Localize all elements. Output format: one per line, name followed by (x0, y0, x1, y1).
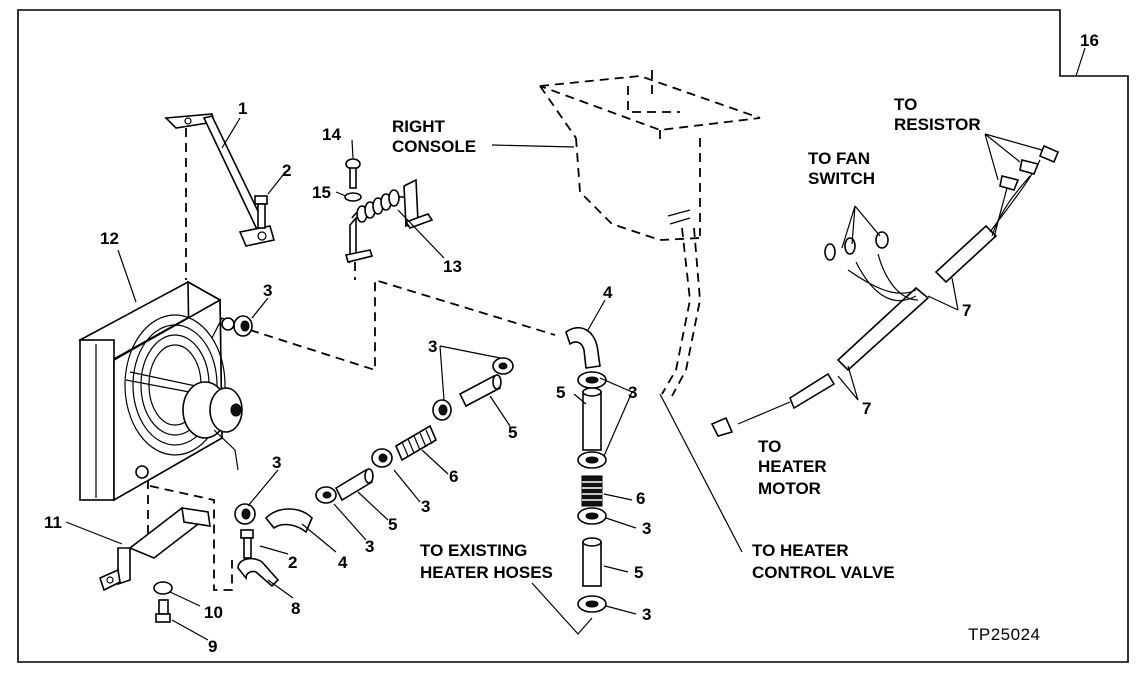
callout-2-lower: 2 (288, 553, 297, 572)
callout-12: 12 (100, 229, 119, 248)
mounting-bracket-1 (164, 113, 276, 247)
bolt-9 (155, 599, 171, 623)
bolt-2-upper (254, 195, 268, 229)
label-to-heater-motor-line1: TO (758, 437, 781, 456)
label-to-heater-control-valve-line1: TO HEATER (752, 541, 849, 560)
callout-6-b: 6 (636, 489, 645, 508)
callout-5-b: 5 (388, 515, 397, 534)
label-right-console-line1: RIGHT (392, 117, 446, 136)
hose-clamp-3-h (577, 451, 607, 469)
callout-2-upper: 2 (282, 161, 291, 180)
callout-4-upper: 4 (603, 283, 613, 302)
label-to-existing-heater-hoses-line2: HEATER HOSES (420, 563, 553, 582)
callout-3-lower: 3 (365, 537, 374, 556)
callout-13: 13 (443, 257, 462, 276)
callout-7-upper: 7 (962, 301, 971, 320)
callout-14: 14 (322, 125, 341, 144)
hose-clamp-3-i (577, 507, 607, 525)
callout-1: 1 (238, 99, 247, 118)
label-right-console-line2: CONSOLE (392, 137, 476, 156)
tube-5-d (582, 537, 602, 587)
hose-clamp-3-c (432, 399, 452, 421)
tube-5-a (458, 374, 502, 408)
hose-clamp-3-g (577, 371, 607, 389)
label-to-heater-motor-line2: HEATER (758, 457, 827, 476)
callout-10: 10 (204, 603, 223, 622)
hose-clamp-3-a (233, 315, 253, 337)
callout-4-lower: 4 (338, 553, 348, 572)
spring-clip-13 (344, 178, 434, 264)
wiring-harness-7 (710, 144, 1060, 437)
p-clamp-8 (237, 557, 280, 588)
frame-number: 16 (1080, 31, 1099, 50)
callout-3-elbow: 3 (272, 453, 281, 472)
label-to-resistor-line1: TO (894, 95, 917, 114)
bolt-2-lower (240, 529, 254, 559)
label-to-existing-heater-hoses-line1: TO EXISTING (420, 541, 527, 560)
callout-3-stack-bottom: 3 (642, 605, 651, 624)
callout-3-stack-mid: 3 (642, 519, 651, 538)
callout-3-heater: 3 (263, 281, 272, 300)
hose-routing-line (249, 278, 556, 372)
elbow-hose-4-upper (565, 327, 601, 369)
heater-core-unit (78, 280, 243, 502)
label-to-heater-control-valve-line2: CONTROL VALVE (752, 563, 895, 582)
callout-9: 9 (208, 637, 217, 656)
callout-3-stack-upper: 3 (628, 383, 637, 402)
figure-id: TP25024 (968, 625, 1041, 644)
hose-clamp-3-b (492, 357, 514, 375)
washer-15 (344, 192, 362, 202)
figure-frame (17, 9, 1129, 663)
callout-15: 15 (312, 183, 331, 202)
label-to-fan-switch-line1: TO FAN (808, 149, 870, 168)
callout-7-lower: 7 (862, 399, 871, 418)
mounting-bracket-11 (99, 507, 211, 592)
bracket-dashed-line-b (149, 485, 233, 591)
hose-clamp-3-j (577, 595, 607, 613)
callout-3-top: 3 (428, 337, 437, 356)
label-to-resistor-line2: RESISTOR (894, 115, 981, 134)
callout-8: 8 (291, 599, 300, 618)
callout-6-a: 6 (449, 467, 458, 486)
hose-clamp-3-d (371, 448, 393, 468)
washer-10 (153, 581, 173, 595)
leader-lines (65, 47, 1086, 641)
hose-clamp-3-f (234, 503, 256, 525)
console-leader (491, 144, 575, 148)
callout-11: 11 (44, 513, 62, 532)
screw-14 (345, 158, 361, 189)
corrugated-hose-6-b (581, 475, 603, 507)
callout-5-d: 5 (634, 563, 643, 582)
callout-3-mid: 3 (421, 497, 430, 516)
tube-5-b (334, 468, 374, 502)
callout-5-c: 5 (556, 383, 565, 402)
corrugated-hose-6-a (394, 424, 438, 462)
elbow-hose-4-lower (264, 508, 313, 534)
label-to-fan-switch-line2: SWITCH (808, 169, 875, 188)
label-to-heater-motor-line3: MOTOR (758, 479, 821, 498)
tube-5-c (582, 387, 602, 451)
right-console (539, 70, 761, 397)
callout-5-a: 5 (508, 423, 517, 442)
hose-clamp-3-e (315, 486, 337, 504)
